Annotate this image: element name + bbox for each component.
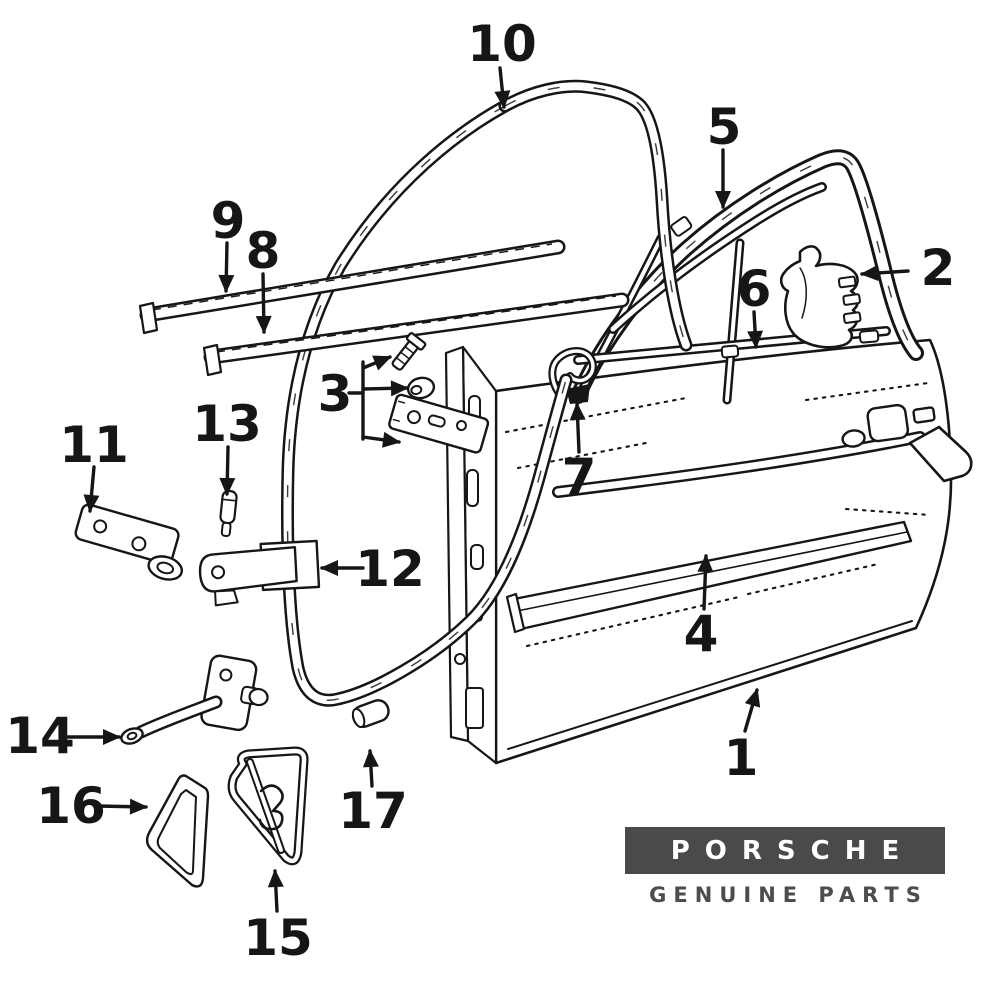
callout-7-arrow-0 [569,402,586,454]
retainer-plate [388,393,490,454]
callout-16-arrow-0 [95,798,148,815]
door-lock [779,245,862,349]
callout-number-8: 8 [246,222,281,280]
callout-10-arrow-0 [494,66,511,109]
door-holes [841,403,936,448]
callout-number-16: 16 [36,777,106,835]
fastener-set [388,332,490,454]
window-sweep-inner [202,296,622,377]
callout-number-11: 11 [59,416,129,474]
lower-hinge-arm [198,539,321,607]
callout-8-arrow-0 [255,272,272,334]
door-shell [444,157,973,765]
door-check-strap [120,654,269,745]
callout-number-14: 14 [5,707,75,765]
callout-number-2: 2 [921,239,956,297]
callout-number-1: 1 [724,729,759,787]
stop-bushing [351,699,390,729]
callout-number-5: 5 [707,98,742,156]
callout-1-arrow-0 [743,688,761,733]
callout-number-13: 13 [192,395,262,453]
door-window-frame [578,157,916,400]
mirror-gasket [145,774,210,888]
callout-3-arrow-2 [361,431,401,448]
check-hook [548,347,597,404]
callout-4-arrow-0 [697,554,714,611]
callout-number-6: 6 [737,260,772,318]
callout-number-15: 15 [243,909,313,967]
belt-strip [578,330,886,360]
callout-2-arrow-0 [860,264,910,281]
callout-17-arrow-0 [362,749,379,788]
callout-3-arrow-0 [361,355,392,371]
upper-hinge-bracket [74,503,184,581]
callout-13-arrow-0 [219,445,236,496]
side-molding [505,520,913,634]
badge-subtitle-text: GENUINE PARTS [649,883,928,907]
callout-number-9: 9 [211,192,246,250]
porsche-genuine-parts-badge: PORSCHE GENUINE PARTS [625,827,945,907]
callout-number-3: 3 [318,365,353,423]
callout-number-10: 10 [467,15,537,73]
callout-9-arrow-0 [218,241,235,293]
door-handle-bar [558,425,973,492]
screw [391,332,427,371]
window-sweep-outer [138,244,558,335]
badge-bar: PORSCHE [625,827,945,874]
badge-brand-text: PORSCHE [670,835,915,866]
mirror-bracket [232,751,304,861]
callout-6-arrow-0 [747,310,764,349]
callout-number-17: 17 [338,782,408,840]
callout-3-arrow-1 [361,380,409,397]
hinge-pin [219,489,238,537]
callout-number-4: 4 [684,605,719,663]
callout-number-7: 7 [562,448,597,506]
callout-15-arrow-0 [267,869,284,913]
callout-number-12: 12 [355,540,425,598]
callout-11-arrow-0 [83,465,100,513]
